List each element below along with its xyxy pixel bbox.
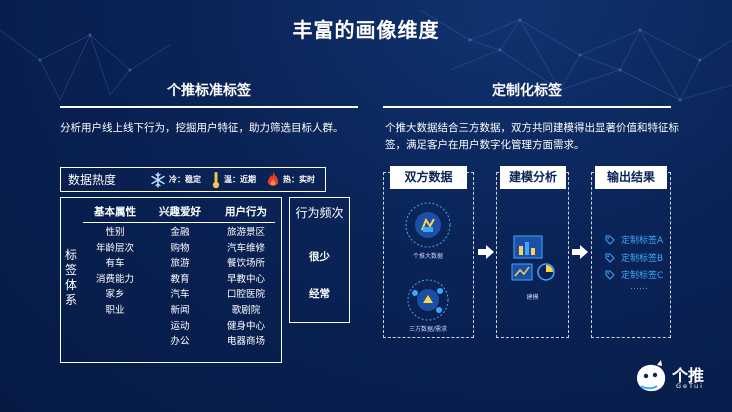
tag-item: 性别 xyxy=(105,227,125,238)
heat-hot: 热：实时 xyxy=(266,171,315,188)
tag-item: 新闻 xyxy=(170,304,190,316)
custom-tags-title: 定制化标签 xyxy=(492,83,562,99)
thermometer-icon xyxy=(212,171,220,188)
tag-icon xyxy=(605,270,615,280)
logo-subtitle: GeTui xyxy=(676,382,704,390)
behavior-frequency-box: 行为频次 很少 经常 xyxy=(289,197,350,323)
caption-getui-data: 个推大数据 xyxy=(412,253,443,260)
tag-item: 教育 xyxy=(170,273,190,285)
tag-item: 电器商场 xyxy=(226,336,265,348)
tag-item: 餐饮场所 xyxy=(226,258,265,270)
data-heat-bar: 数据热度 冷：稳定 温：近期 热：实时 xyxy=(60,167,326,192)
logo-name: 个推 xyxy=(672,366,705,385)
column-user-behavior: 用户行为 旅游景区 汽车维修 餐饮场所 早教中心 口腔医院 歌剧院 健身中心 电… xyxy=(214,204,278,350)
tag-item: 口腔医院 xyxy=(226,289,265,301)
heat-cold: 冷：稳定 xyxy=(150,171,201,188)
tag-item: 运动 xyxy=(170,320,190,332)
tag-icon xyxy=(605,253,615,263)
tag-item: 早教中心 xyxy=(226,273,265,285)
column-header: 兴趣爱好 xyxy=(159,206,201,218)
frequency-item: 经常 xyxy=(309,288,330,300)
standard-tags-description: 分析用户线上线下行为，挖掘用户特征，助力筛选目标人群。 xyxy=(60,122,344,134)
tag-item: 有车 xyxy=(105,258,125,270)
section-divider xyxy=(383,106,671,108)
panel-head-both-data: 双方数据 xyxy=(390,166,467,189)
result-item: 定制标签C xyxy=(605,268,663,281)
result-label: 定制标签C xyxy=(621,271,664,281)
tag-item: 歌剧院 xyxy=(231,304,261,316)
getui-logo-icon xyxy=(637,360,666,392)
arrow-right-icon xyxy=(572,245,588,259)
column-header: 基本属性 xyxy=(94,206,136,218)
tag-system-label: 标签体系 xyxy=(64,248,77,307)
tag-item: 健身中心 xyxy=(226,320,265,332)
caption-modeling: 建模 xyxy=(526,294,539,301)
heat-cold-text: 冷：稳定 xyxy=(169,175,201,184)
result-label: 定制标签B xyxy=(621,254,664,264)
frequency-title: 行为频次 xyxy=(295,206,344,220)
column-basic-attributes: 基本属性 性别 年龄层次 有车 消费能力 家乡 职业 xyxy=(84,204,146,319)
column-interests: 兴趣爱好 金融 购物 旅游 教育 汽车 新闻 运动 办公 xyxy=(150,204,210,350)
data-heat-label: 数据热度 xyxy=(68,173,117,187)
page-title: 丰富的画像维度 xyxy=(292,18,440,42)
getui-data-icon xyxy=(405,202,451,248)
tag-item: 消费能力 xyxy=(95,273,134,285)
arrow-right-icon xyxy=(478,245,494,259)
section-divider xyxy=(60,106,358,108)
tag-item: 家乡 xyxy=(105,289,125,301)
snowflake-icon xyxy=(151,171,165,188)
modeling-analysis-icon xyxy=(511,235,555,281)
column-header: 用户行为 xyxy=(225,206,267,218)
tag-item: 汽车维修 xyxy=(226,242,265,254)
heat-warm: 温：近期 xyxy=(211,171,256,189)
heat-hot-text: 热：实时 xyxy=(283,175,315,184)
standard-tags-title: 个推标准标签 xyxy=(167,83,251,99)
result-label: 定制标签A xyxy=(621,236,664,246)
tag-item: 金融 xyxy=(170,227,190,238)
flame-icon xyxy=(267,172,279,186)
tag-item: 购物 xyxy=(170,242,190,254)
tag-item: 旅游 xyxy=(170,258,190,270)
result-item: 定制标签B xyxy=(605,251,663,264)
tag-icon xyxy=(605,235,615,245)
tag-item: 年龄层次 xyxy=(95,242,134,254)
result-item: 定制标签A xyxy=(605,233,663,246)
third-party-data-icon xyxy=(407,279,449,321)
caption-third-party-data: 三方数据/需求 xyxy=(408,326,448,333)
tag-item: 汽车 xyxy=(170,289,190,301)
column-header-divider xyxy=(83,222,275,223)
panel-head-modeling: 建模分析 xyxy=(500,166,566,189)
frequency-item: 很少 xyxy=(309,251,330,263)
heat-warm-text: 温：近期 xyxy=(224,175,256,184)
tag-item: 办公 xyxy=(170,336,190,348)
custom-tags-description: 个推大数据结合三方数据，双方共同建模得出显著价值和特征标签，满足客户在用户数字化… xyxy=(385,122,679,151)
tag-system-box xyxy=(60,197,282,363)
network-background xyxy=(0,9,732,102)
more-ellipsis: …… xyxy=(630,282,648,292)
tag-item: 职业 xyxy=(105,304,125,316)
panel-head-output: 输出结果 xyxy=(595,166,667,189)
tag-item: 旅游景区 xyxy=(226,227,265,238)
